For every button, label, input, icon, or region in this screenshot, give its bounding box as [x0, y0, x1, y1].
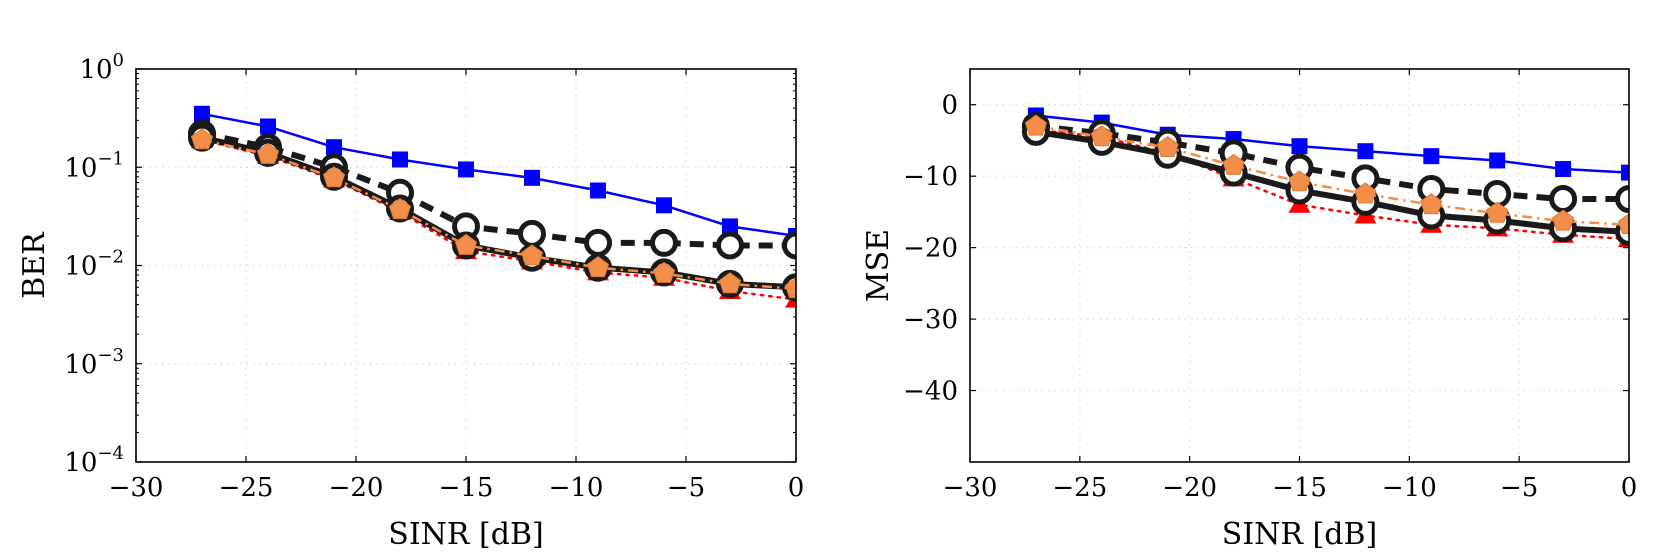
y-tick-label: −20 — [903, 234, 958, 264]
data-point — [260, 118, 276, 135]
data-point — [524, 169, 540, 186]
plot-frame — [135, 68, 797, 463]
data-point — [326, 139, 342, 156]
series-line — [1035, 124, 1629, 227]
series-line — [1035, 123, 1629, 203]
x-tick-label: −10 — [1382, 473, 1437, 503]
axes: −30 −25 −20 −15 −10 −5 0 10−4 10−3 10−2 10−1 100 — [64, 50, 804, 503]
x-tick-label: 0 — [1621, 473, 1638, 503]
data-point — [1357, 143, 1374, 160]
data-point — [1615, 185, 1629, 214]
data-point — [716, 231, 744, 260]
data-point — [190, 128, 214, 150]
x-tick-label: −30 — [943, 473, 998, 503]
y-tick-label: 100 — [79, 50, 124, 85]
data-point — [782, 231, 796, 260]
data-point — [586, 256, 610, 278]
series-line — [1035, 114, 1629, 174]
data-point — [458, 161, 474, 178]
data-point — [1549, 185, 1578, 214]
data-point — [1288, 170, 1311, 192]
x-tick-label: 0 — [788, 473, 805, 503]
data-point — [256, 142, 280, 164]
chart-1: −30 −25 −20 −15 −10 −5 0 10−4 10−3 10−2 10−1 100SIN… — [17, 50, 804, 552]
series-4 — [1021, 117, 1629, 246]
plot-frame — [969, 68, 1630, 463]
series-1 — [194, 105, 796, 244]
x-tick-label: −5 — [1500, 473, 1538, 503]
series-line — [201, 138, 796, 290]
data-point — [1090, 125, 1113, 147]
data-point — [388, 198, 412, 220]
x-tick-label: −20 — [1162, 473, 1217, 503]
x-tick-label: −15 — [439, 473, 494, 503]
y-tick-label: 10−4 — [64, 443, 124, 478]
x-tick-label: −25 — [1052, 473, 1107, 503]
series-5 — [1024, 114, 1629, 235]
y-axis-label: BER — [17, 231, 52, 299]
x-tick-label: −15 — [1272, 473, 1327, 503]
y-tick-label: −30 — [903, 305, 958, 335]
data-point — [652, 261, 676, 283]
data-point — [1552, 209, 1575, 231]
data-point — [322, 166, 346, 188]
data-point — [1354, 182, 1377, 204]
series-line — [1034, 128, 1629, 241]
data-point — [656, 197, 672, 214]
y-tick-label: 0 — [941, 91, 958, 121]
y-tick-label: −40 — [903, 377, 958, 407]
data-point — [718, 272, 742, 294]
data-point — [1291, 138, 1308, 155]
data-point — [1621, 164, 1629, 181]
data-point — [590, 182, 606, 199]
data-point — [650, 228, 678, 257]
data-point — [520, 244, 544, 266]
x-tick-label: −10 — [549, 473, 604, 503]
data-point — [1420, 193, 1443, 215]
y-tick-label: −10 — [903, 162, 958, 192]
data-point — [1423, 148, 1440, 165]
data-point — [584, 228, 612, 257]
x-axis-label: SINR [dB] — [1222, 517, 1377, 552]
data-point — [1486, 201, 1509, 223]
series-line — [201, 112, 796, 238]
y-tick-label: 10−2 — [64, 247, 124, 282]
data-point — [392, 151, 408, 168]
data-point — [1489, 152, 1506, 169]
y-axis-label: MSE — [861, 229, 896, 302]
x-tick-label: −20 — [329, 473, 384, 503]
data-point — [1555, 161, 1572, 178]
x-tick-label: −5 — [667, 473, 705, 503]
data-point — [1222, 153, 1245, 175]
y-tick-label: 10−3 — [64, 345, 124, 380]
data-point — [194, 105, 210, 122]
data-point — [722, 218, 738, 235]
data-point — [1024, 114, 1047, 136]
data-point — [454, 233, 478, 255]
data-point — [1156, 135, 1179, 157]
series-line — [201, 134, 796, 291]
series-line — [1035, 128, 1629, 235]
axes: −30 −25 −20 −15 −10 −5 0 −40 −30 −20 −10 0 — [903, 69, 1637, 503]
series-5 — [190, 128, 796, 299]
series-2 — [188, 119, 796, 260]
x-tick-label: −25 — [219, 473, 274, 503]
y-tick-label: 10−1 — [64, 148, 124, 183]
data-point — [1617, 213, 1629, 235]
x-tick-label: −30 — [109, 473, 164, 503]
grid — [136, 69, 796, 462]
data-point — [518, 219, 546, 248]
series-line — [201, 130, 796, 249]
x-axis-label: SINR [dB] — [388, 517, 543, 552]
data-point — [784, 277, 796, 299]
series-4 — [188, 123, 796, 302]
